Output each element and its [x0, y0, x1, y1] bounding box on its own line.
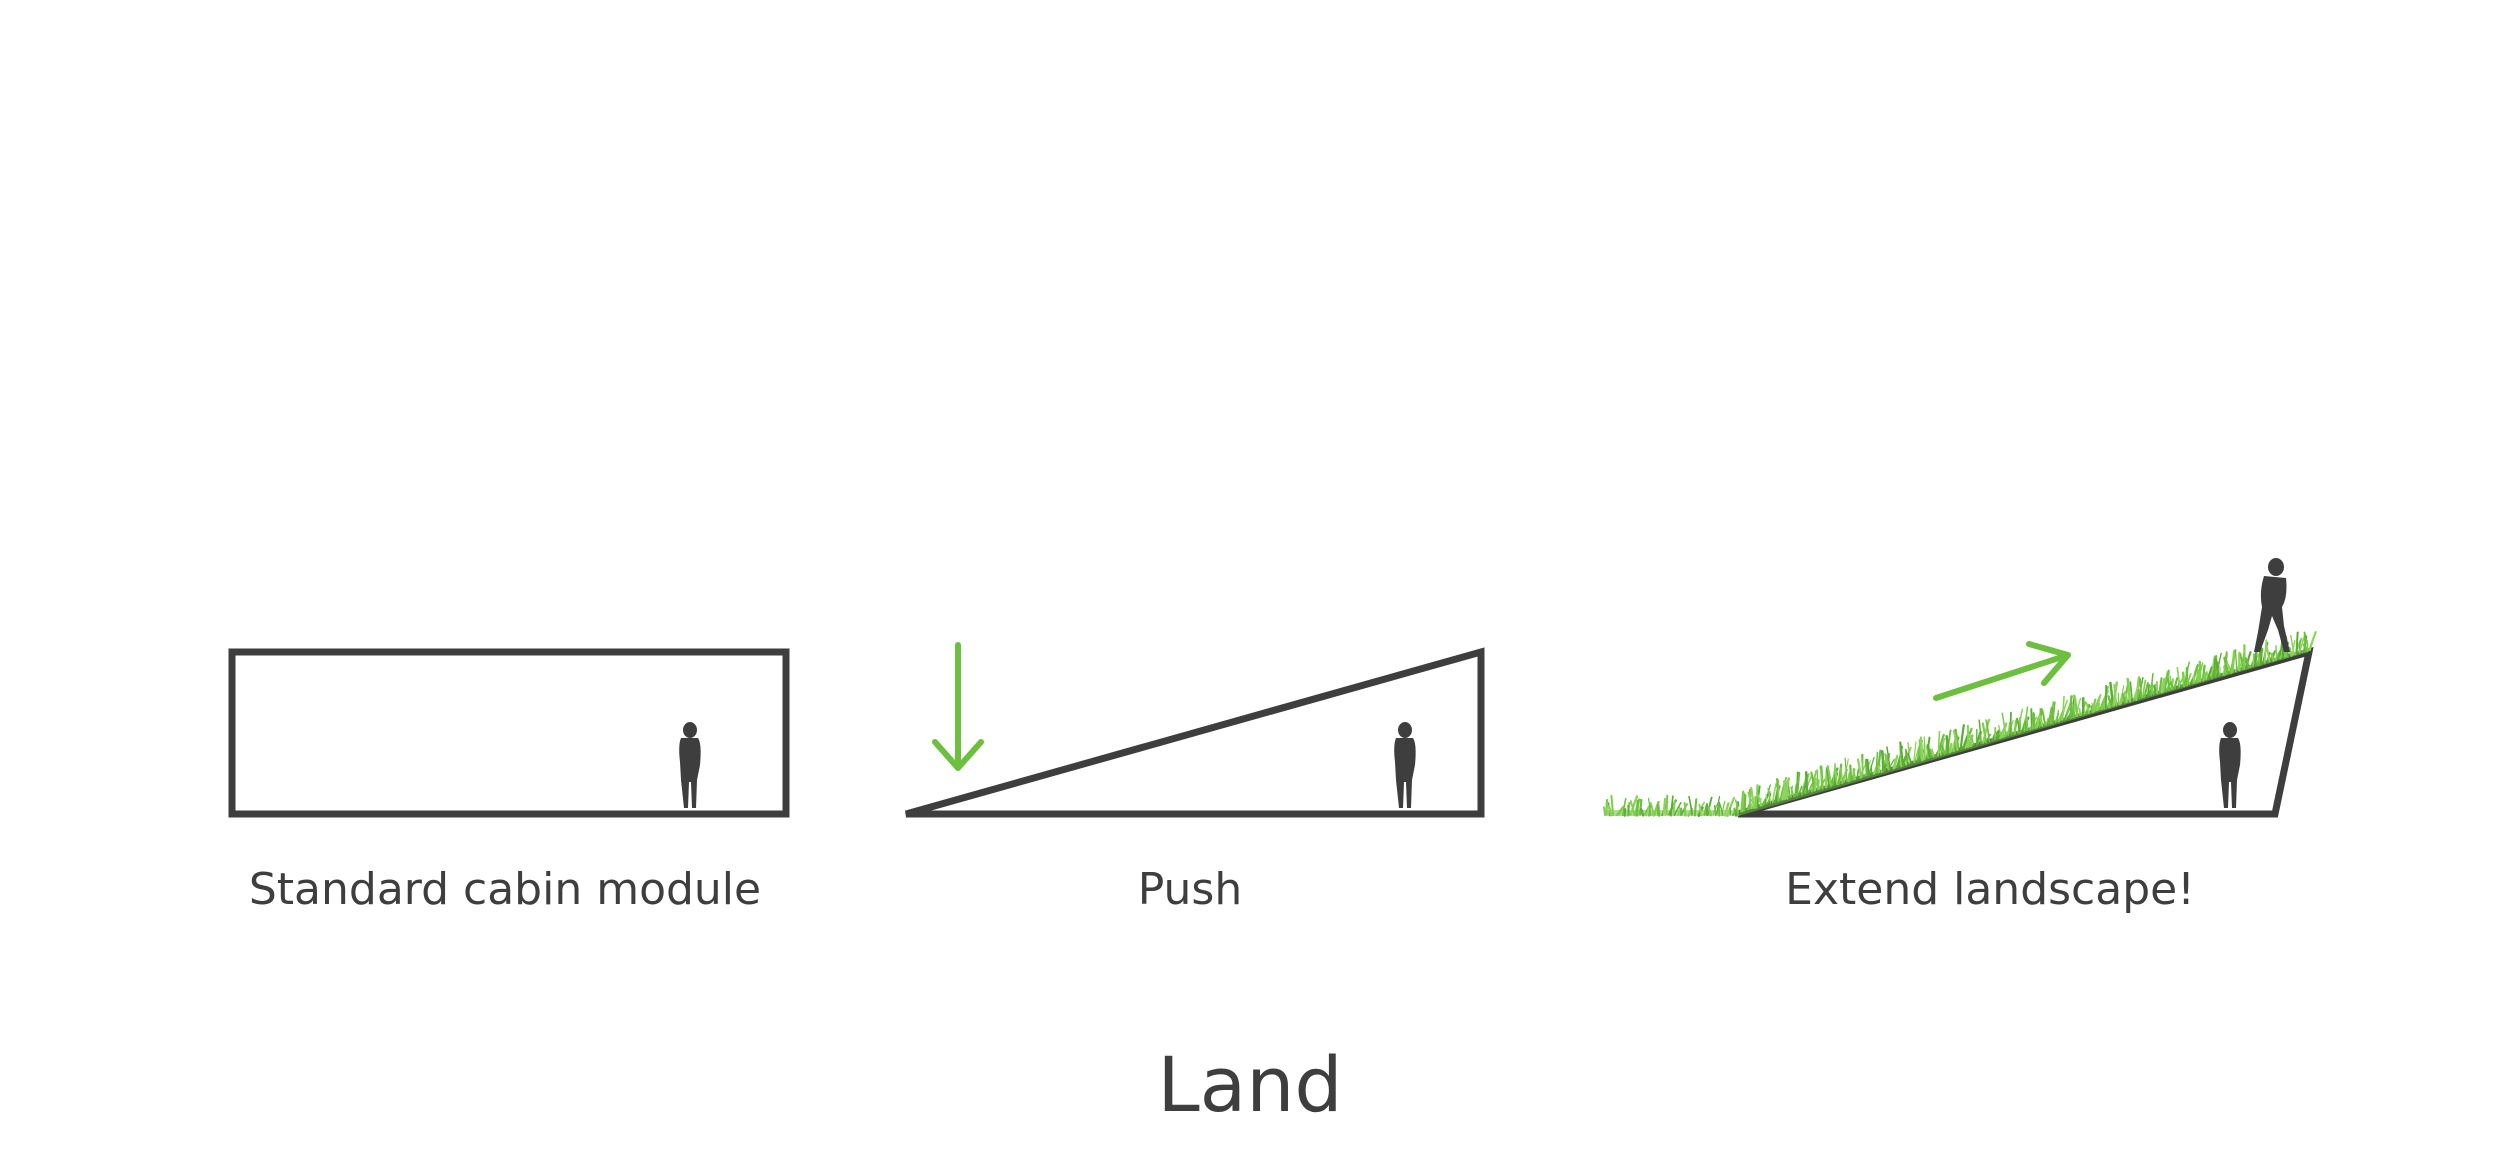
person-silhouette-icon — [2219, 722, 2241, 808]
step-label-standard-cabin-module: Standard cabin module — [248, 864, 762, 915]
person-silhouette-icon — [679, 722, 701, 808]
walking-person-icon — [2254, 558, 2290, 652]
wedge-shape — [905, 647, 1485, 818]
step-2-push — [905, 642, 1485, 818]
up-right-arrow-icon — [1933, 641, 2071, 701]
step-label-extend-landscape: Extend landscape! — [1785, 864, 2195, 915]
down-arrow-icon — [932, 642, 984, 771]
person-silhouette-icon — [1394, 722, 1416, 808]
grass-texture — [1602, 631, 2317, 818]
step-1-cabin-module — [228, 648, 790, 818]
step-label-push: Push — [1137, 864, 1243, 915]
diagram-title: Land — [1157, 1040, 1343, 1129]
cabin-rectangle — [228, 648, 790, 818]
step-3-extend-landscape — [1602, 558, 2317, 818]
